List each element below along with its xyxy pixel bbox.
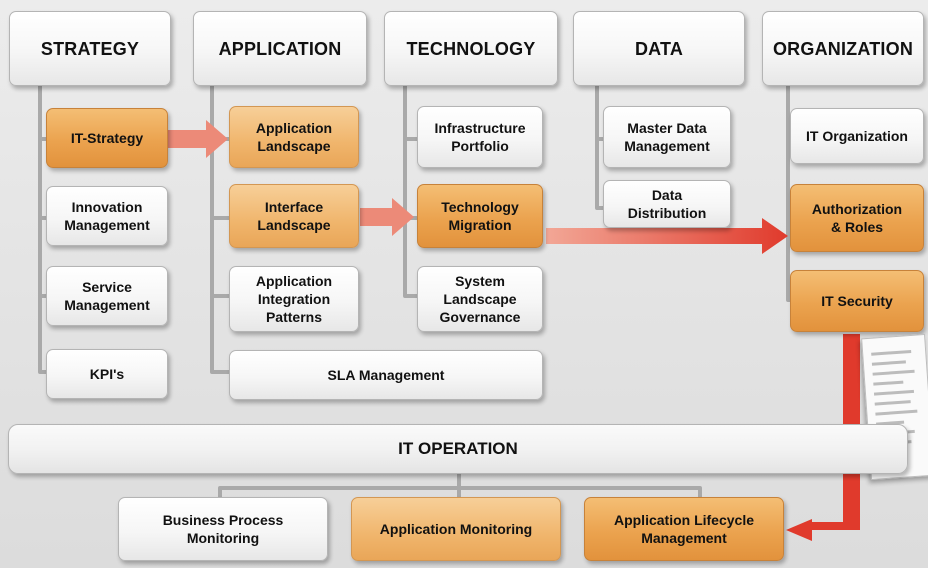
box-technology-migration: Technology Migration	[417, 184, 543, 248]
box-data-distribution: Data Distribution	[603, 180, 731, 228]
box-authorization-roles: Authorization & Roles	[790, 184, 924, 252]
organization-connector	[786, 64, 794, 302]
arrow-strategy-to-application	[168, 120, 228, 158]
technology-connector	[403, 64, 421, 298]
strategy-connector	[38, 64, 50, 374]
box-application-lifecycle-management: Application Lifecycle Management	[584, 497, 784, 561]
box-master-data-management: Master Data Management	[603, 106, 731, 168]
header-technology: TECHNOLOGY	[384, 11, 558, 86]
box-it-security: IT Security	[790, 270, 924, 332]
box-innovation-management: Innovation Management	[46, 186, 168, 246]
header-application: APPLICATION	[193, 11, 367, 86]
box-business-process-monitoring: Business Process Monitoring	[118, 497, 328, 561]
application-connector	[210, 64, 232, 374]
box-infrastructure-portfolio: Infrastructure Portfolio	[417, 106, 543, 168]
box-kpis: KPI's	[46, 349, 168, 399]
box-system-landscape-governance: System Landscape Governance	[417, 266, 543, 332]
box-service-management: Service Management	[46, 266, 168, 326]
box-interface-landscape: Interface Landscape	[229, 184, 359, 248]
arrow-technology-to-organization	[546, 218, 788, 254]
box-it-organization: IT Organization	[790, 108, 924, 164]
header-data: DATA	[573, 11, 745, 86]
it-operation-bar: IT OPERATION	[8, 424, 908, 474]
box-application-landscape: Application Landscape	[229, 106, 359, 168]
box-sla-management: SLA Management	[229, 350, 543, 400]
header-organization: ORGANIZATION	[762, 11, 924, 86]
box-it-strategy: IT-Strategy	[46, 108, 168, 168]
operation-connector	[218, 466, 702, 502]
header-strategy: STRATEGY	[9, 11, 171, 86]
box-application-integration-patterns: Application Integration Patterns	[229, 266, 359, 332]
box-application-monitoring: Application Monitoring	[351, 497, 561, 561]
arrow-interface-to-technology	[360, 198, 414, 236]
